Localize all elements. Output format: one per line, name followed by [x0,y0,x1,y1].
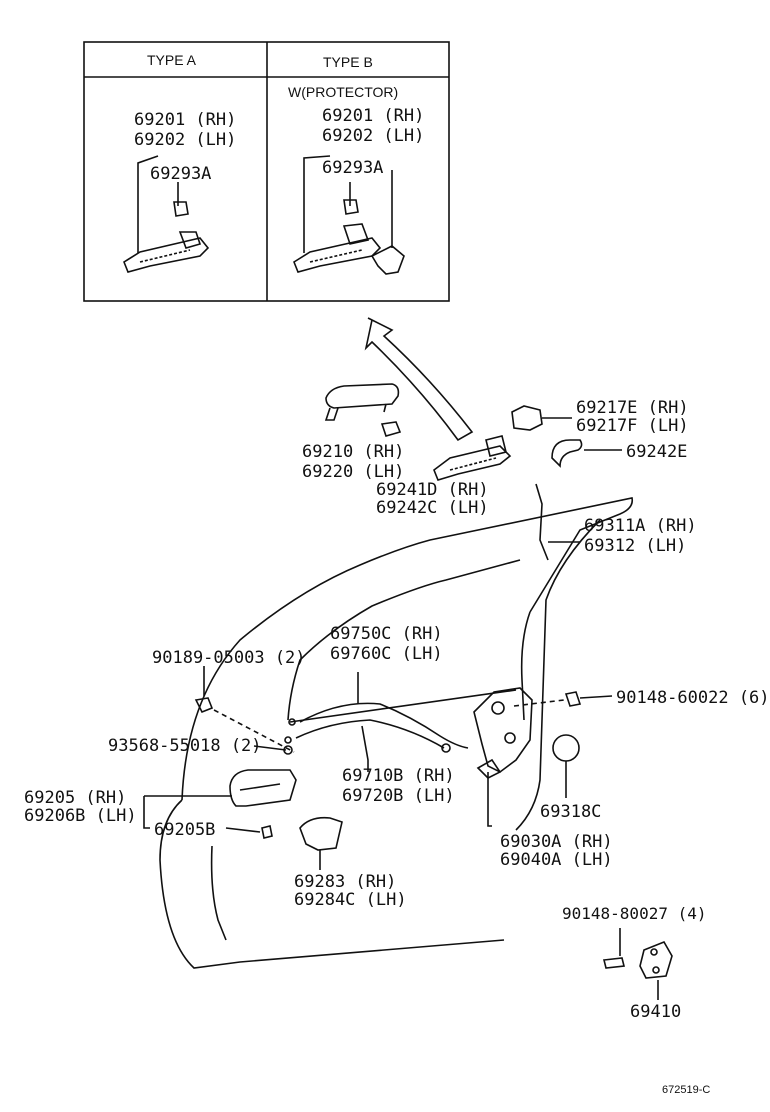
inner-handle-screw-drawing [261,825,273,839]
callout-cable-upper-rh: 69750C (RH) [330,624,443,644]
callout-inner-handle-lh: 69206B (LH) [24,806,137,826]
callout-striker: 69410 [630,1002,682,1022]
reference-arrow [364,317,474,442]
inset-type-a-header: TYPE A [147,52,197,68]
screw-93568-drawing [283,745,293,755]
type-b-handle-drawing [293,199,405,275]
callout-bezel-rh: 69283 (RH) [294,872,397,892]
cover-drawing [511,405,543,431]
pad-drawing [551,439,583,468]
callout-grommet: 69318C [540,802,602,822]
inset-a-part-rh: 69201 (RH) [134,110,237,130]
cable-drawing [284,672,469,772]
callout-cable-lower-rh: 69710B (RH) [342,766,455,786]
callout-frame-lh: 69242C (LH) [376,498,489,518]
callout-cable-lower-lh: 69720B (LH) [342,786,455,806]
callout-rod-rh: 69311A (RH) [584,516,697,536]
callout-striker-screw: 90148-80027 (4) [562,904,707,923]
callout-lock-lh: 69040A (LH) [500,850,613,870]
inset-b-part-rh: 69201 (RH) [322,106,425,126]
callout-handle-rh: 69210 (RH) [302,442,405,462]
callout-cover-lh: 69217F (LH) [576,416,689,436]
inset-a-sub-part: 69293A [150,164,212,184]
callout-rod-lh: 69312 (LH) [584,536,687,556]
callout-cover-rh: 69217E (RH) [576,398,689,418]
handle-frame-drawing [433,435,512,481]
callout-frame-rh: 69241D (RH) [376,480,489,500]
figure-code: 672519-C [662,1084,711,1096]
inset-a-part-lh: 69202 (LH) [134,130,237,150]
callout-bezel-lh: 69284C (LH) [294,890,407,910]
striker-drawing [603,940,673,979]
inset-b-part-lh: 69202 (LH) [322,126,425,146]
type-a-handle-drawing [123,201,210,273]
screw-90148-drawing [564,691,582,707]
callout-inner-handle-rh: 69205 (RH) [24,788,127,808]
callout-clip: 90189-05003 (2) [152,648,306,668]
callout-screw-93568: 93568-55018 (2) [108,736,262,756]
inset-type-b-header: TYPE B [323,54,373,70]
inset-b-sub-part: 69293A [322,158,384,178]
callout-cable-upper-lh: 69760C (LH) [330,644,443,664]
callout-inner-handle-sub: 69205B [154,820,216,840]
outer-handle-drawing [324,383,402,437]
callout-handle-lh: 69220 (LH) [302,462,405,482]
grommet-drawing [552,734,580,762]
callout-pad: 69242E [626,442,688,462]
inset-type-b-note: W(PROTECTOR) [288,84,399,100]
callout-lock-rh: 69030A (RH) [500,832,613,852]
clip-drawing [194,697,214,714]
bezel-drawing [299,816,343,851]
rod-drawing [535,483,549,561]
callout-screw-90148-60022: 90148-60022 (6) [616,688,770,708]
inner-handle-drawing [229,769,297,807]
door-lock-drawing [473,687,533,779]
